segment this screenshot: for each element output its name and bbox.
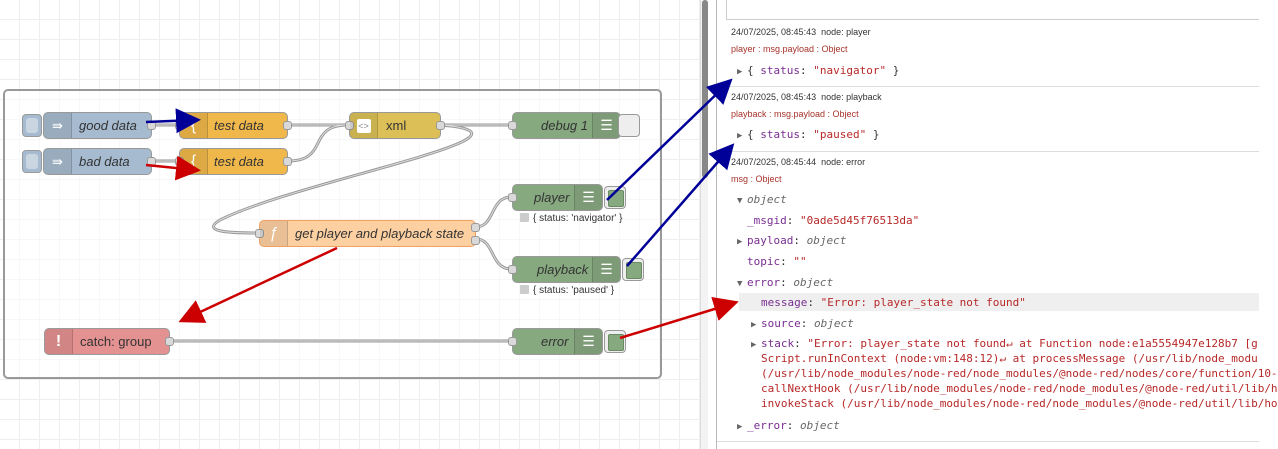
inject-button[interactable] [22, 114, 42, 137]
debug-toggle-button[interactable] [622, 258, 644, 281]
debug-msg-meta: 24/07/2025, 08:45:44 node: error [731, 157, 866, 167]
debug-msg-topic: msg : Object [731, 174, 782, 184]
sidebar-toolbar [726, 0, 1259, 20]
tree-row-stack[interactable]: ▶stack: "Error: player_state not found↵ … [751, 337, 1258, 350]
arrow-in-icon: ⇛ [44, 113, 72, 138]
debug-sidebar: 24/07/2025, 08:45:43 node: player player… [716, 0, 1278, 449]
debug-msg-meta: 24/07/2025, 08:45:43 node: playback [731, 92, 882, 102]
divider [717, 86, 1259, 87]
brace-icon: { [180, 113, 208, 138]
expand-caret-icon[interactable]: ▶ [737, 131, 743, 141]
row-highlight [739, 293, 1259, 311]
arrow-in-icon: ⇛ [44, 149, 72, 174]
list-icon: ☰ [592, 113, 620, 138]
debug-node-playback[interactable]: playback ☰ [508, 256, 644, 283]
inject-node-good-data[interactable]: ⇛ good data [22, 112, 156, 139]
divider [717, 441, 1259, 442]
output-port[interactable] [283, 121, 292, 130]
xml-node[interactable]: <> xml [345, 112, 445, 139]
exclamation-icon: ! [45, 329, 73, 354]
code-icon: <> [350, 113, 378, 138]
debug-toggle-button[interactable] [604, 186, 626, 209]
debug-node-debug-1[interactable]: debug 1 ☰ [508, 112, 640, 139]
stack-line: Script.runInContext (node:vm:148:12)↵ at… [761, 352, 1258, 365]
node-label: bad data [79, 154, 130, 169]
workspace-scrollbar[interactable] [702, 0, 708, 178]
node-label: error [541, 334, 569, 349]
output-port-1[interactable] [471, 223, 480, 232]
tree-row-_error[interactable]: ▶_error: object [737, 419, 840, 432]
expand-caret-icon[interactable]: ▶ [737, 67, 743, 77]
node-label: test data [214, 154, 264, 169]
tree-root[interactable]: ▼object [737, 193, 787, 206]
node-label: test data [214, 118, 264, 133]
input-port[interactable] [255, 229, 264, 238]
tree-row-msgid: _msgid: "0ade5d45f76513da" [747, 214, 920, 227]
expand-caret-icon[interactable]: ▶ [751, 320, 757, 330]
input-port[interactable] [508, 193, 517, 202]
node-label: good data [79, 118, 137, 133]
collapse-caret-icon[interactable]: ▼ [737, 279, 743, 289]
node-label: debug 1 [541, 118, 588, 133]
node-label: xml [386, 118, 407, 133]
stack-line: (/usr/lib/node_modules/node-red/node_mod… [761, 367, 1278, 380]
catch-node[interactable]: ! catch: group [44, 328, 174, 355]
input-port[interactable] [508, 121, 517, 130]
debug-toggle-button[interactable] [604, 330, 626, 353]
status-dot-icon [520, 285, 529, 294]
output-port[interactable] [147, 121, 156, 130]
debug-node-player[interactable]: player ☰ [508, 184, 626, 211]
debug-toggle-button[interactable] [618, 114, 640, 137]
expand-caret-icon[interactable]: ▶ [737, 237, 743, 247]
tree-row-payload[interactable]: ▶payload: object [737, 234, 847, 247]
stack-line: callNextHook (/usr/lib/node_modules/node… [761, 382, 1278, 395]
node-label: player [534, 190, 570, 205]
inject-node-bad-data[interactable]: ⇛ bad data [22, 148, 156, 175]
function-node[interactable]: ƒ get player and playback state [255, 220, 480, 247]
debug-msg-topic: player : msg.payload : Object [731, 44, 848, 54]
output-port[interactable] [165, 337, 174, 346]
flow-workspace[interactable]: ⇛ good data ⇛ bad data { test data { tes… [0, 0, 700, 449]
list-icon: ☰ [592, 257, 620, 282]
status-playback: { status: 'paused' } [520, 285, 614, 296]
node-label: catch: group [80, 334, 152, 349]
node-label: playback [537, 262, 589, 277]
debug-msg-meta: 24/07/2025, 08:45:43 node: player [731, 27, 871, 37]
debug-node-error[interactable]: error ☰ [508, 328, 626, 355]
node-label: get player and playback state [295, 226, 465, 241]
input-port[interactable] [508, 265, 517, 274]
input-port[interactable] [345, 121, 354, 130]
output-port[interactable] [283, 157, 292, 166]
output-port[interactable] [147, 157, 156, 166]
debug-msg-body[interactable]: ▶{ status: "navigator" } [737, 64, 900, 77]
collapse-caret-icon[interactable]: ▼ [737, 196, 743, 206]
tree-row-message: message: "Error: player_state not found" [761, 296, 1026, 309]
template-node-test-data-1[interactable]: { test data [175, 112, 292, 139]
tree-row-error[interactable]: ▼error: object [737, 276, 834, 289]
debug-msg-topic: playback : msg.payload : Object [731, 109, 859, 119]
list-icon: ☰ [574, 329, 602, 354]
template-node-test-data-2[interactable]: { test data [175, 148, 292, 175]
brace-icon: { [180, 149, 208, 174]
debug-msg-body[interactable]: ▶{ status: "paused" } [737, 128, 880, 141]
status-player: { status: 'navigator' } [520, 213, 622, 224]
inject-button[interactable] [22, 150, 42, 173]
tree-row-source[interactable]: ▶source: object [751, 317, 854, 330]
output-port[interactable] [436, 121, 445, 130]
expand-caret-icon[interactable]: ▶ [751, 340, 757, 350]
expand-caret-icon[interactable]: ▶ [737, 422, 743, 432]
function-icon: ƒ [260, 221, 288, 246]
output-port-2[interactable] [471, 236, 480, 245]
status-dot-icon [520, 213, 529, 222]
divider [717, 151, 1259, 152]
stack-line: invokeStack (/usr/lib/node_modules/node-… [761, 397, 1278, 410]
input-port[interactable] [508, 337, 517, 346]
tree-row-topic: topic: "" [747, 255, 807, 268]
list-icon: ☰ [574, 185, 602, 210]
